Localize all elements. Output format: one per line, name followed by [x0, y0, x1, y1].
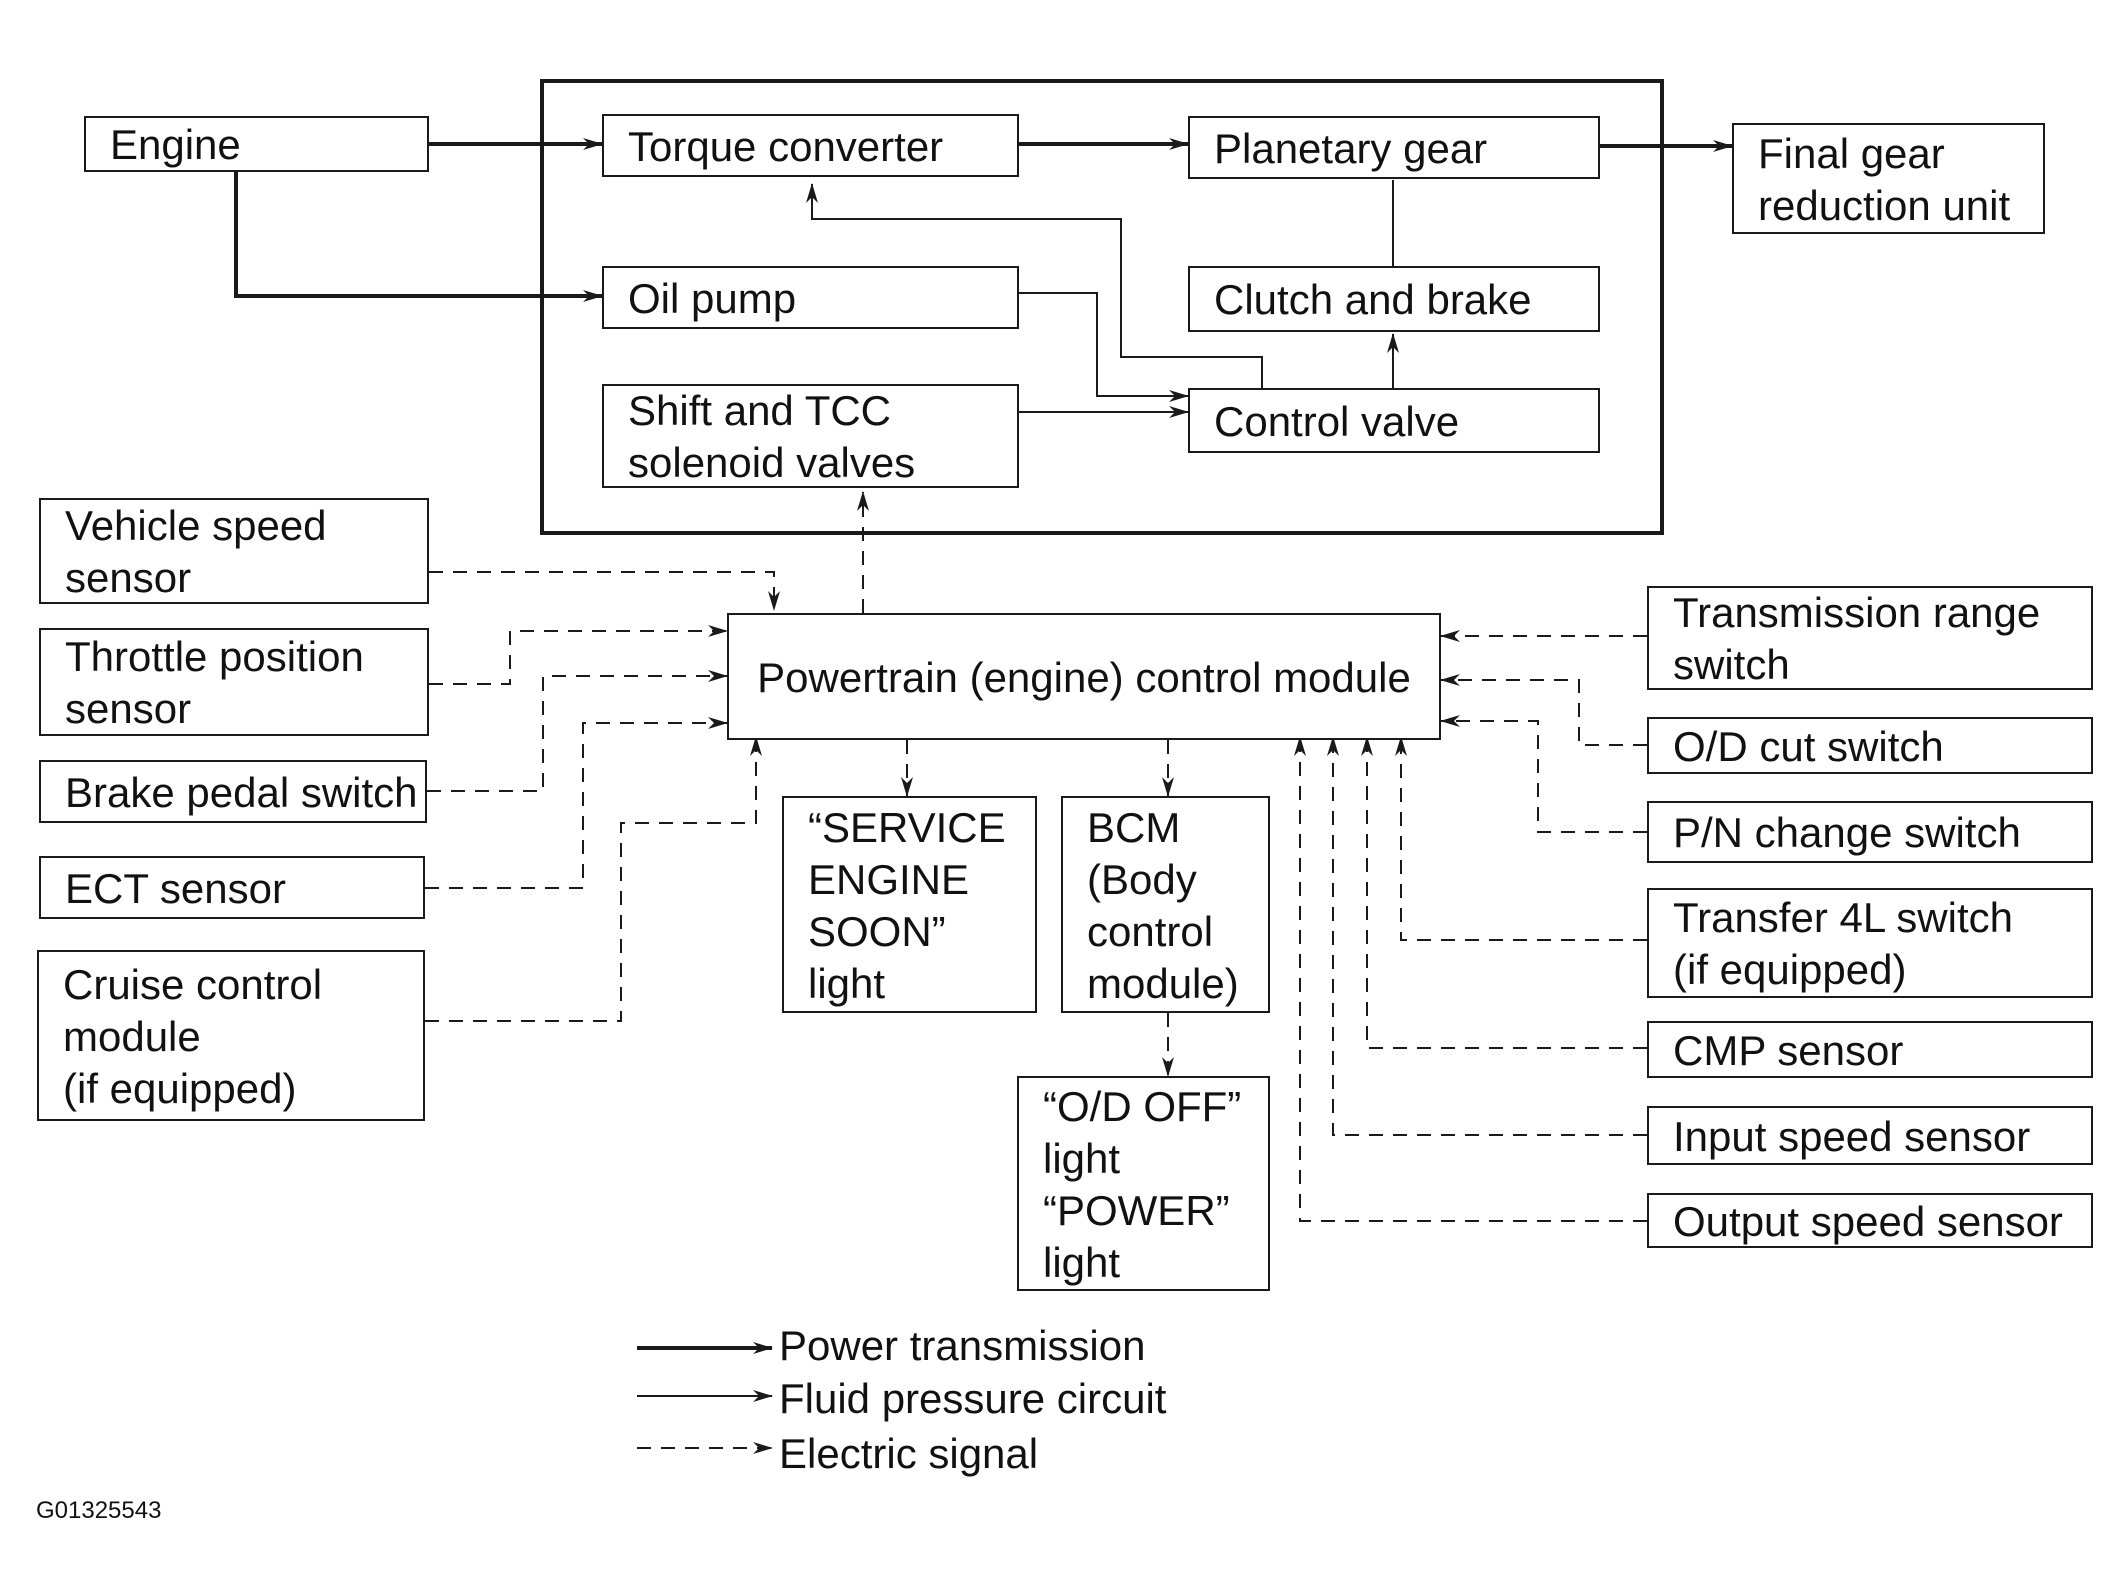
signal-output-speed-sensor: [1294, 736, 1647, 1222]
transmission-housing: [540, 79, 1664, 535]
input-speed-sensor-box: Input speed sensor: [1647, 1106, 2093, 1165]
pcm-box: Powertrain (engine) control module: [727, 613, 1441, 740]
signal-od-cut-switch: [1440, 674, 1647, 746]
pn-change-switch-box: P/N change switch: [1647, 801, 2093, 863]
torque-converter-label: Torque converter: [628, 122, 944, 170]
oil-pump-box: Oil pump: [602, 266, 1019, 329]
control-valve-box: Control valve: [1188, 388, 1600, 453]
signal-brake-pedal-switch: [427, 670, 728, 792]
throttle-position-sensor-box: Throttle position sensor: [39, 628, 429, 736]
engine-label: Engine: [110, 121, 241, 168]
signal-throttle-position-sensor: [429, 625, 728, 685]
transfer-4l-switch-label: Transfer 4L switch (if equipped): [1673, 894, 2013, 993]
brake-pedal-switch-label: Brake pedal switch: [65, 768, 418, 816]
pn-change-switch-label: P/N change switch: [1673, 809, 2021, 856]
transmission-range-switch-box: Transmission range switch: [1647, 586, 2093, 690]
service-engine-soon-light-box: “SERVICE ENGINE SOON” light: [782, 796, 1037, 1013]
link-oil-pump-control-valve: [1019, 292, 1189, 402]
bcm-box: BCM (Body control module): [1061, 796, 1270, 1013]
planetary-gear-label: Planetary gear: [1214, 124, 1488, 172]
transmission-range-switch-label: Transmission range switch: [1673, 589, 2041, 688]
signal-cruise-control-module: [425, 736, 762, 1022]
signal-input-speed-sensor: [1327, 736, 1647, 1136]
planetary-gear-box: Planetary gear: [1188, 116, 1600, 179]
link-engine-oil-pump: [234, 172, 603, 302]
figure-id: G01325543: [36, 1497, 162, 1524]
transfer-4l-switch-box: Transfer 4L switch (if equipped): [1647, 888, 2093, 998]
input-speed-sensor-label: Input speed sensor: [1673, 1112, 2031, 1160]
bcm-label: BCM (Body control module): [1087, 803, 1239, 1007]
vehicle-speed-sensor-box: Vehicle speed sensor: [39, 498, 429, 604]
signal-transfer-4l-switch: [1395, 736, 1647, 941]
ect-sensor-box: ECT sensor: [39, 856, 425, 919]
cruise-control-module-box: Cruise control module (if equipped): [37, 950, 425, 1121]
solenoid-valves-label: Shift and TCC solenoid valves: [628, 387, 916, 486]
final-gear-box: Final gear reduction unit: [1732, 123, 2045, 234]
od-off-power-light-box: “O/D OFF” light “POWER” light: [1017, 1076, 1270, 1291]
brake-pedal-switch-box: Brake pedal switch: [39, 760, 427, 823]
cruise-control-module-label: Cruise control module (if equipped): [63, 960, 323, 1112]
link-control-valve-torque-converter: [806, 183, 1263, 388]
od-cut-switch-label: O/D cut switch: [1673, 722, 1944, 770]
pcm-label: Powertrain (engine) control module: [757, 653, 1411, 701]
legend-electric-signal: Electric signal: [779, 1430, 1039, 1477]
vehicle-speed-sensor-label: Vehicle speed sensor: [65, 502, 327, 601]
cmp-sensor-box: CMP sensor: [1647, 1021, 2093, 1078]
legend-fluid-pressure: Fluid pressure circuit: [779, 1375, 1167, 1422]
output-speed-sensor-box: Output speed sensor: [1647, 1193, 2093, 1248]
ect-sensor-label: ECT sensor: [65, 864, 286, 912]
final-gear-label: Final gear reduction unit: [1758, 129, 2011, 229]
legend-power-transmission: Power transmission: [779, 1322, 1146, 1369]
od-off-power-light-label: “O/D OFF” light “POWER” light: [1043, 1082, 1242, 1286]
throttle-position-sensor-label: Throttle position sensor: [65, 633, 364, 732]
output-speed-sensor-label: Output speed sensor: [1673, 1197, 2063, 1245]
cmp-sensor-label: CMP sensor: [1673, 1026, 1904, 1074]
oil-pump-label: Oil pump: [628, 274, 797, 322]
signal-cmp-sensor: [1361, 736, 1647, 1049]
engine-box: Engine: [84, 116, 429, 172]
clutch-brake-box: Clutch and brake: [1188, 266, 1600, 332]
signal-pn-change-switch: [1440, 715, 1647, 833]
torque-converter-box: Torque converter: [602, 114, 1019, 177]
signal-vehicle-speed-sensor: [429, 571, 780, 611]
od-cut-switch-box: O/D cut switch: [1647, 717, 2093, 774]
control-valve-label: Control valve: [1214, 397, 1460, 445]
service-engine-soon-light-label: “SERVICE ENGINE SOON” light: [808, 803, 1006, 1007]
solenoid-valves-box: Shift and TCC solenoid valves: [602, 384, 1019, 488]
signal-ect-sensor: [425, 717, 728, 889]
clutch-brake-label: Clutch and brake: [1214, 276, 1532, 323]
